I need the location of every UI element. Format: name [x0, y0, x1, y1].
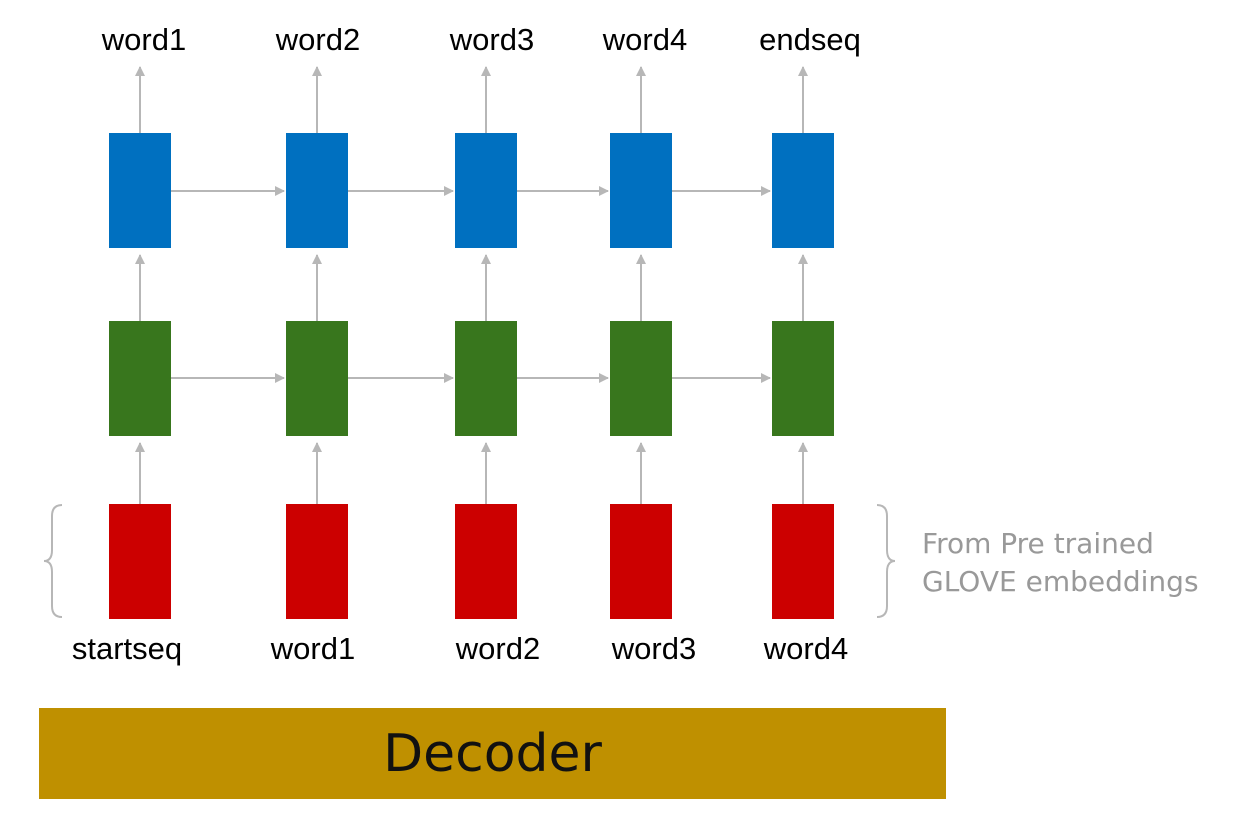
- lstm-layer1-block-3: [455, 321, 517, 436]
- embedding-note-line2: GLOVE embeddings: [922, 565, 1199, 598]
- output-label-3: word3: [449, 22, 535, 57]
- lstm-layer2-block-3: [455, 133, 517, 248]
- lstm-layer1-block-2: [286, 321, 348, 436]
- lstm-layer2-block-4: [610, 133, 672, 248]
- lstm-layer2-block-2: [286, 133, 348, 248]
- embedding-note: From Pre trained GLOVE embeddings: [922, 525, 1199, 601]
- embedding-block-3: [455, 504, 517, 619]
- output-label-2: word2: [275, 22, 361, 57]
- decoder-label: Decoder: [383, 723, 602, 784]
- lstm-layer1-block-1: [109, 321, 171, 436]
- input-label-1: startseq: [71, 631, 183, 666]
- input-label-2: word1: [270, 631, 356, 666]
- lstm-layer2-block-1: [109, 133, 171, 248]
- embedding-block-4: [610, 504, 672, 619]
- input-label-3: word2: [455, 631, 541, 666]
- embedding-block-1: [109, 504, 171, 619]
- embedding-block-5: [772, 504, 834, 619]
- decoder-bar: Decoder: [39, 708, 946, 799]
- output-label-5: endseq: [759, 22, 861, 57]
- embedding-note-line1: From Pre trained: [922, 527, 1154, 560]
- lstm-layer1-block-5: [772, 321, 834, 436]
- input-label-4: word3: [611, 631, 697, 666]
- embedding-block-2: [286, 504, 348, 619]
- output-label-1: word1: [101, 22, 187, 57]
- output-label-4: word4: [602, 22, 688, 57]
- lstm-layer1-block-4: [610, 321, 672, 436]
- input-label-5: word4: [763, 631, 849, 666]
- lstm-layer2-block-5: [772, 133, 834, 248]
- right-brace: [876, 504, 896, 618]
- left-brace: [43, 504, 63, 618]
